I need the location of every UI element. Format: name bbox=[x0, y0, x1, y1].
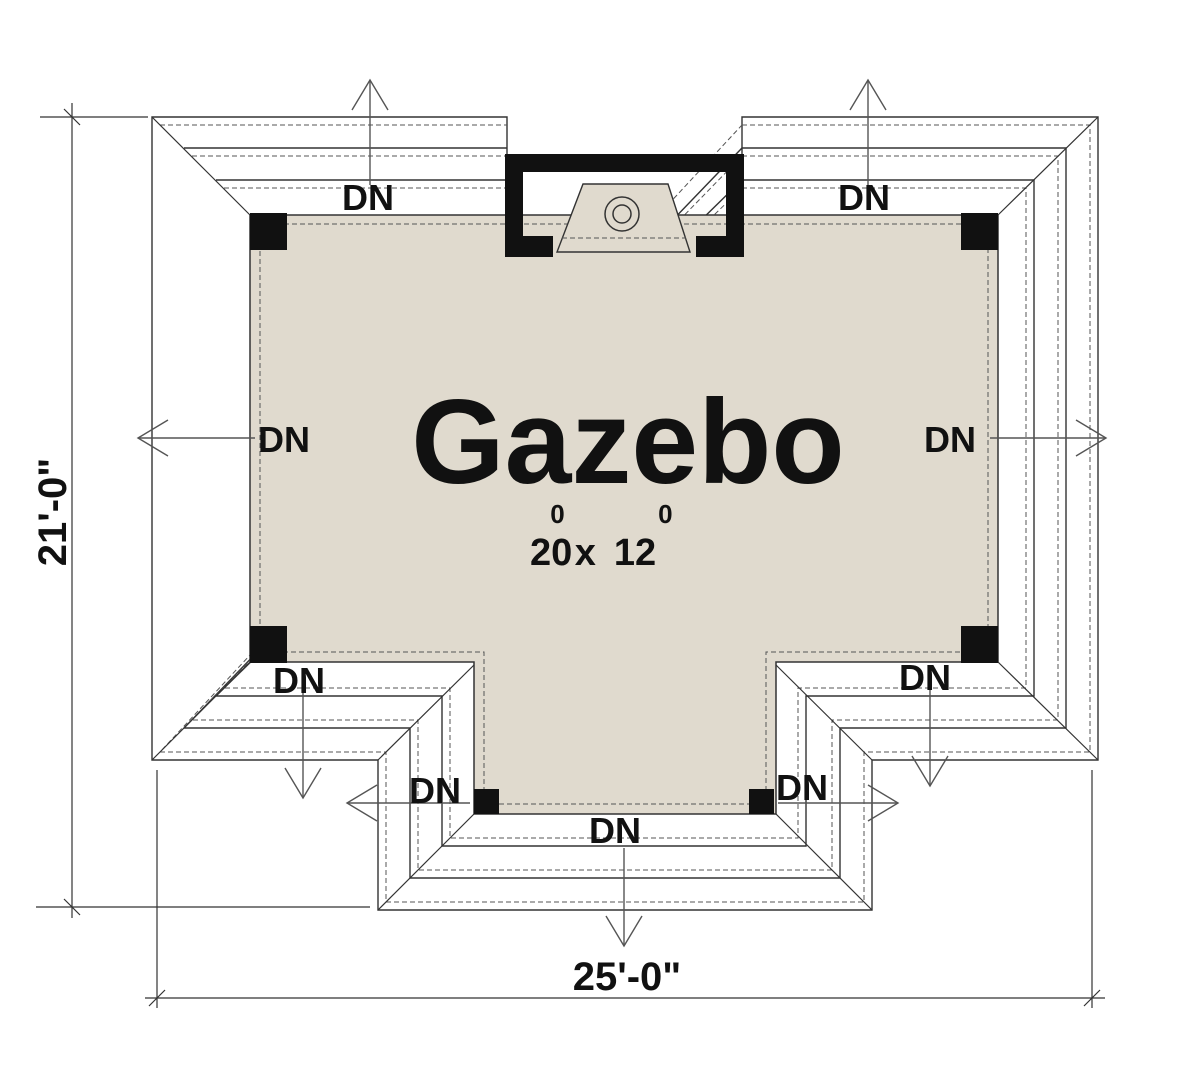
outer-step-dash bbox=[158, 124, 1091, 903]
dn-label-bottom-right: DN bbox=[899, 657, 951, 698]
dn-label-right: DN bbox=[924, 419, 976, 460]
post-top-right bbox=[961, 213, 998, 250]
room-width-inches: 0 bbox=[550, 499, 564, 529]
arrow-right-icon bbox=[1075, 419, 1108, 457]
arrow-down-icon bbox=[911, 755, 949, 788]
dn-label-left: DN bbox=[258, 419, 310, 460]
stair-labels: DN DN DN DN DN DN DN DN DN bbox=[258, 177, 976, 851]
post-bottom-right bbox=[961, 626, 998, 663]
dn-label-top-right: DN bbox=[838, 177, 890, 218]
arrow-left-icon bbox=[345, 784, 378, 822]
inner-step-dash bbox=[222, 187, 1027, 839]
dimension-height: 21'-0" bbox=[31, 458, 75, 567]
dn-label-porch-right: DN bbox=[776, 767, 828, 808]
room-times: x bbox=[575, 532, 596, 574]
arrow-up-icon bbox=[351, 78, 389, 111]
dimension-lines: 21'-0" 25'-0" bbox=[31, 103, 1105, 1008]
room-name: Gazebo bbox=[411, 375, 844, 509]
dn-label-porch-bottom: DN bbox=[589, 810, 641, 851]
inner-step-edge bbox=[214, 179, 1035, 847]
post-porch-left bbox=[474, 789, 499, 814]
post-top-left bbox=[250, 213, 287, 250]
fireplace bbox=[505, 154, 744, 257]
arrow-down-icon bbox=[605, 915, 643, 948]
fireplace-flue-icon bbox=[604, 196, 640, 232]
post-porch-right bbox=[749, 789, 774, 814]
dn-label-bottom-left: DN bbox=[273, 660, 325, 701]
dn-label-top-left: DN bbox=[342, 177, 394, 218]
room-depth-inches: 0 bbox=[658, 499, 672, 529]
post-bottom-left bbox=[250, 626, 287, 663]
floor-fill bbox=[249, 214, 999, 815]
fireplace-wall bbox=[505, 154, 744, 257]
posts bbox=[250, 213, 998, 814]
room-depth: 12 bbox=[614, 532, 656, 574]
arrow-down-icon bbox=[284, 767, 322, 800]
arrow-up-icon bbox=[849, 78, 887, 111]
stair-arrows bbox=[136, 78, 1108, 948]
room-width: 20 bbox=[530, 532, 572, 574]
arrow-left-icon bbox=[136, 419, 169, 457]
fireplace-hearth bbox=[555, 183, 691, 253]
gazebo-floor bbox=[249, 214, 999, 815]
dimension-width: 25'-0" bbox=[573, 955, 682, 999]
dn-label-porch-left: DN bbox=[409, 770, 461, 811]
arrow-right-icon bbox=[867, 784, 900, 822]
step-outlines bbox=[151, 116, 1099, 911]
